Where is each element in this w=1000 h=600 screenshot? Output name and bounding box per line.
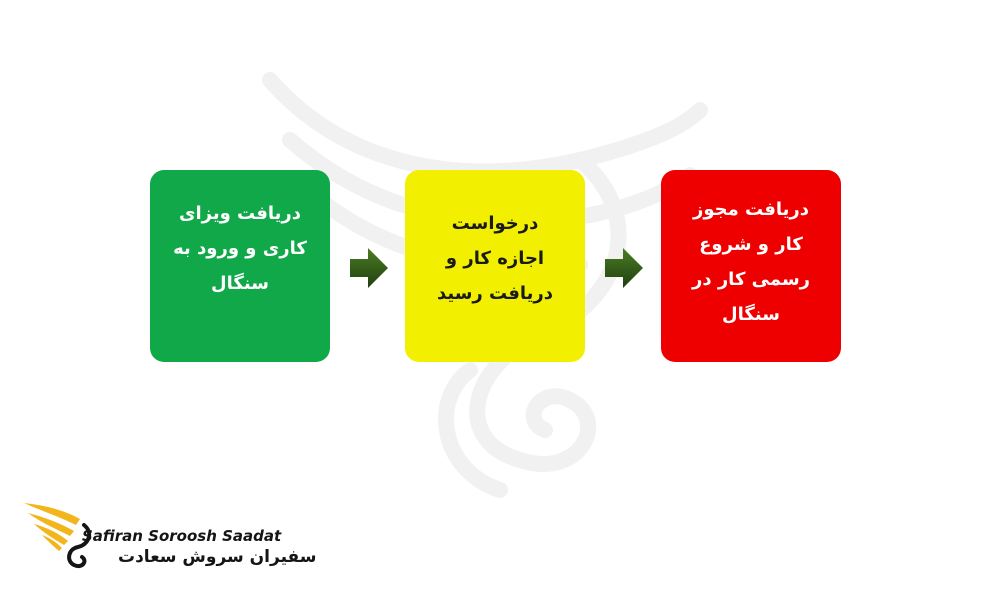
- golden-wing-icon: [24, 503, 92, 568]
- arrow-right-icon: [350, 248, 388, 288]
- step-box-official-work: دریافت مجوز کار و شروع رسمی کار در سنگال: [661, 170, 841, 362]
- step-1-line-1: دریافت ویزای: [178, 203, 302, 224]
- step-3-line-4: سنگال: [722, 304, 780, 325]
- step-3-line-1: دریافت مجوز: [693, 199, 809, 220]
- step-box-work-permit: درخواست اجازه کار و دریافت رسید: [405, 170, 585, 362]
- logo-name-fa: سفیران سروش سعادت: [118, 547, 317, 567]
- step-3-line-2: کار و شروع: [699, 234, 803, 255]
- arrow-right-icon: [605, 248, 643, 288]
- step-2-line-3: دریافت رسید: [436, 283, 554, 304]
- company-logo: Safiran Soroosh Saadat سفیران سروش سعادت: [22, 495, 316, 585]
- step-2-line-2: اجازه کار و: [445, 248, 545, 269]
- logo-name-en: Safiran Soroosh Saadat: [82, 527, 282, 545]
- step-3-line-3: رسمی کار در: [691, 269, 811, 290]
- step-1-line-2: کاری و ورود به: [173, 238, 307, 259]
- step-box-work-visa: دریافت ویزای کاری و ورود به سنگال: [150, 170, 330, 362]
- step-1-line-3: سنگال: [211, 273, 269, 294]
- step-2-line-1: درخواست: [451, 213, 539, 234]
